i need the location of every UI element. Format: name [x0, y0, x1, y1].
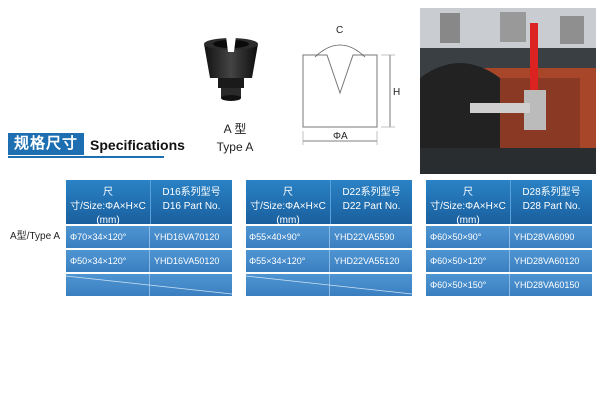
table-header: 尺寸/Size:ΦA×H×C (mm) D16系列型号 D16 Part No.	[66, 180, 232, 226]
size-header: 尺寸/Size:ΦA×H×C (mm)	[66, 180, 151, 226]
type-a-caption: A 型 Type A	[205, 120, 265, 156]
type-a-product-image	[204, 36, 258, 101]
table-row: Φ60×50×120° YHD28VA60120	[426, 250, 592, 272]
size-cell: Φ60×50×150°	[426, 274, 510, 296]
part-no-header: D28系列型号 D28 Part No.	[522, 187, 581, 212]
width-label: ΦA	[333, 131, 348, 142]
size-cell: Φ50×34×120°	[66, 250, 150, 272]
size-cell: Φ70×34×120°	[66, 226, 150, 248]
table-row: Φ55×40×90° YHD22VA5590	[246, 226, 412, 248]
dimension-diagram: C H ΦA	[302, 25, 400, 145]
height-label: H	[393, 87, 400, 98]
size-header: 尺寸/Size:ΦA×H×C (mm)	[246, 180, 331, 226]
machine-photo	[420, 8, 596, 174]
table-row: Φ70×34×120° YHD16VA70120	[66, 226, 232, 248]
part-no-header: D16系列型号 D16 Part No.	[162, 187, 221, 212]
part-no-cell: YHD28VA60150	[514, 280, 580, 290]
d22-table: 尺寸/Size:ΦA×H×C (mm) D22系列型号 D22 Part No.…	[246, 180, 412, 296]
heading-underline	[8, 156, 164, 158]
heading-cn: 规格尺寸	[8, 133, 85, 155]
diagonal-line	[246, 275, 412, 295]
part-no-cell: YHD28VA6090	[514, 232, 575, 242]
part-no-header: D22系列型号 D22 Part No.	[342, 187, 401, 212]
table-row: Φ50×34×120° YHD16VA50120	[66, 250, 232, 272]
empty-row	[246, 274, 412, 296]
angle-label: C	[336, 25, 343, 36]
diagonal-line	[66, 275, 232, 295]
part-no-cell: YHD16VA50120	[154, 256, 220, 266]
table-header: 尺寸/Size:ΦA×H×C (mm) D28系列型号 D28 Part No.	[426, 180, 592, 226]
size-cell: Φ60×50×90°	[426, 226, 510, 248]
type-a-row-label: A型/Type A	[10, 231, 61, 242]
table-header: 尺寸/Size:ΦA×H×C (mm) D22系列型号 D22 Part No.	[246, 180, 412, 226]
size-cell: Φ55×34×120°	[246, 250, 330, 272]
heading-en: Specifications	[90, 137, 185, 153]
empty-row	[66, 274, 232, 296]
size-header: 尺寸/Size:ΦA×H×C (mm)	[426, 180, 511, 226]
part-no-cell: YHD22VA55120	[334, 256, 400, 266]
part-no-cell: YHD16VA70120	[154, 232, 220, 242]
part-no-cell: YHD28VA60120	[514, 256, 580, 266]
d16-table: 尺寸/Size:ΦA×H×C (mm) D16系列型号 D16 Part No.…	[66, 180, 232, 296]
table-row: Φ60×50×90° YHD28VA6090	[426, 226, 592, 248]
size-cell: Φ60×50×120°	[426, 250, 510, 272]
type-caption-en: Type A	[216, 140, 254, 154]
part-no-cell: YHD22VA5590	[334, 232, 395, 242]
specifications-heading: 规格尺寸 Specifications	[8, 133, 185, 155]
table-row: Φ55×34×120° YHD22VA55120	[246, 250, 412, 272]
table-row: Φ60×50×150° YHD28VA60150	[426, 274, 592, 296]
size-cell: Φ55×40×90°	[246, 226, 330, 248]
d28-table: 尺寸/Size:ΦA×H×C (mm) D28系列型号 D28 Part No.…	[426, 180, 592, 296]
type-caption-cn: A 型	[223, 122, 247, 136]
